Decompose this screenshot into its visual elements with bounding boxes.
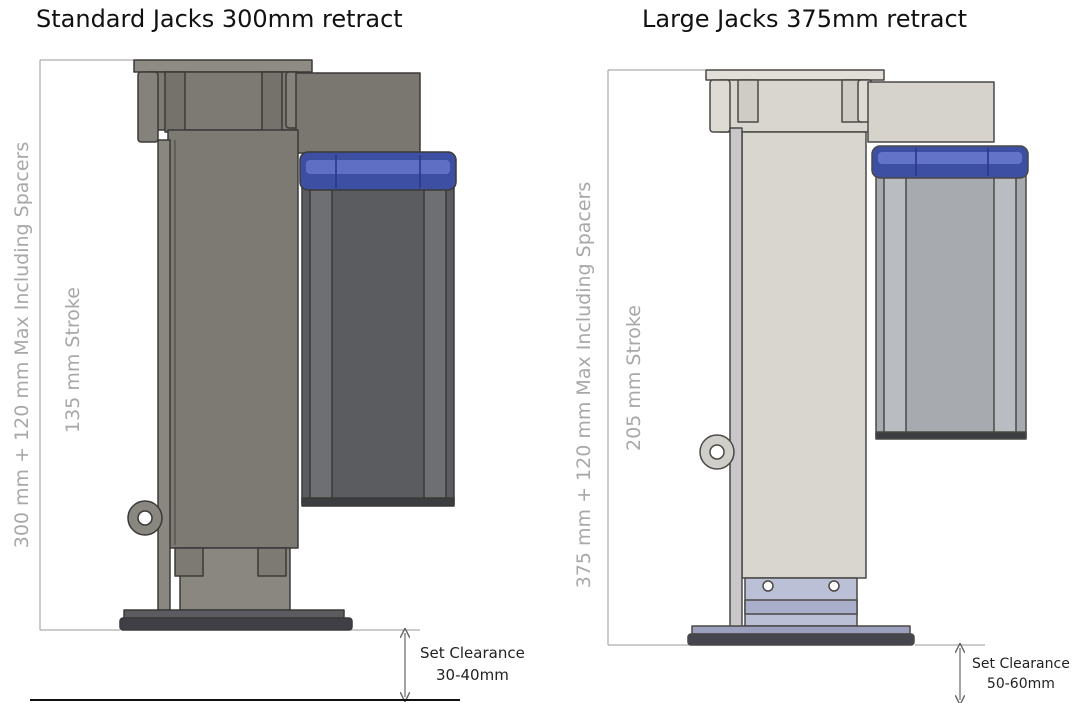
standard-stroke-label: 135 mm Stroke [62,287,84,433]
large-jacks-title: Large Jacks 375mm retract [642,5,968,33]
large-dimension-lines [607,69,985,646]
standard-clearance-title: Set Clearance [420,644,525,662]
large-clearance-title: Set Clearance [972,656,1070,672]
standard-jack [119,59,457,631]
standard-clearance-label: Set Clearance 30-40mm [420,642,525,686]
standard-clearance-value: 30-40mm [436,666,509,684]
standard-jacks-title: Standard Jacks 300mm retract [36,5,403,33]
standard-overall-dimension-label: 300 mm + 120 mm Max Including Spacers [11,141,33,549]
large-clearance-label: Set Clearance 50-60mm [972,654,1070,694]
large-overall-dimension-label: 375 mm + 120 mm Max Including Spacers [573,181,595,589]
large-stroke-label: 205 mm Stroke [623,305,645,451]
large-clearance-value: 50-60mm [986,676,1055,692]
large-jack [687,69,1029,646]
